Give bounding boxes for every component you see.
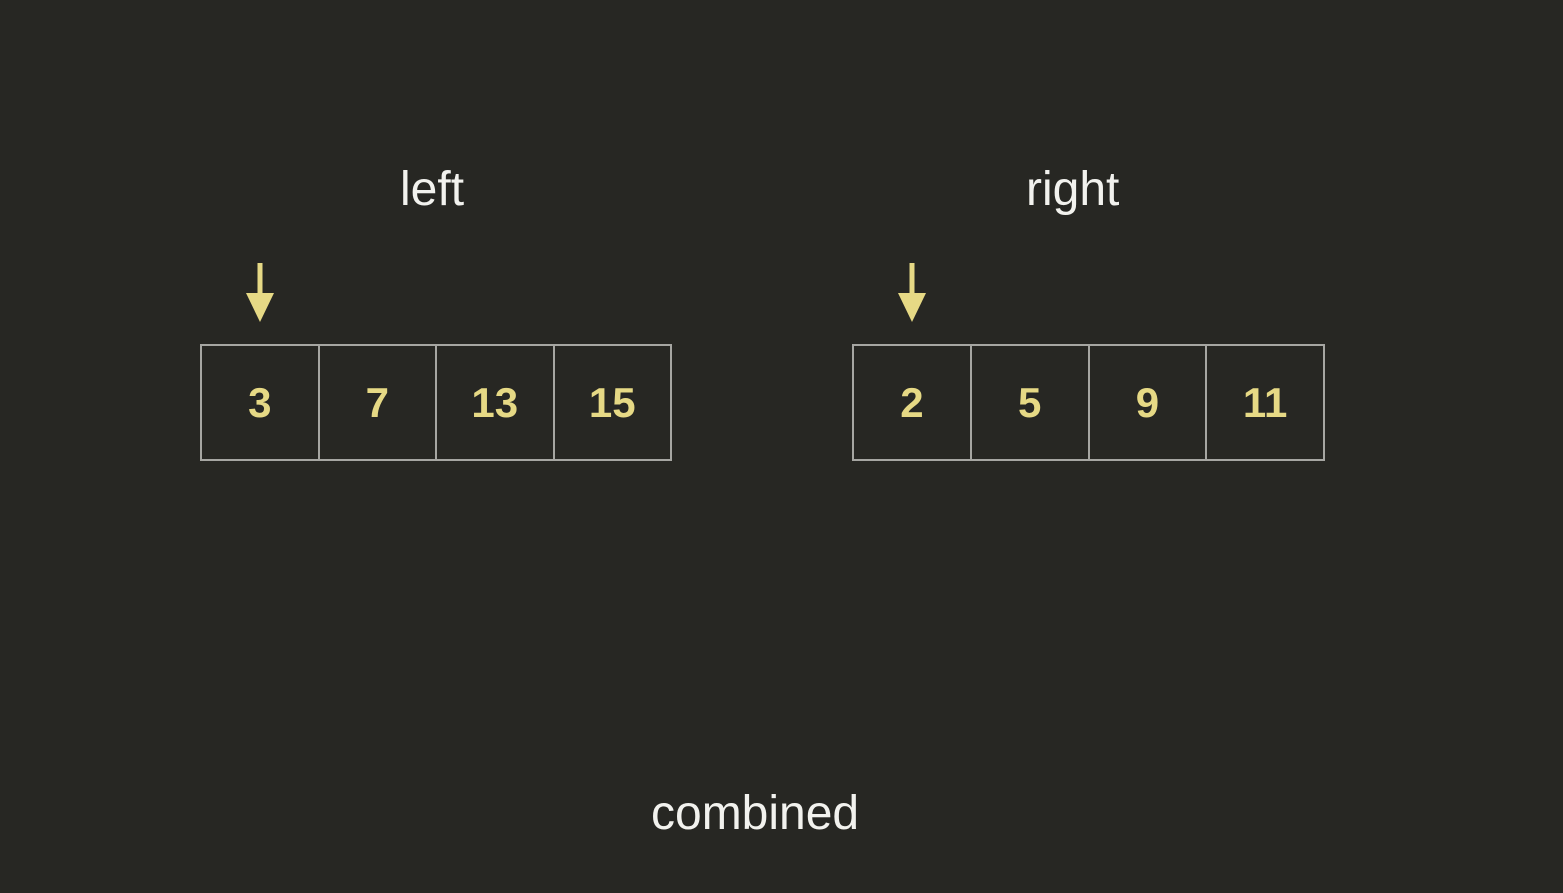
right-array-cell: 11 bbox=[1205, 346, 1323, 459]
left-array-cell: 3 bbox=[248, 378, 272, 426]
right-array-cell: 9 bbox=[1087, 346, 1206, 459]
right-array-cell: 2 bbox=[900, 378, 924, 426]
left-array-cell: 13 bbox=[435, 346, 553, 459]
right-array-cell: 5 bbox=[969, 346, 1088, 459]
left-array-title: left bbox=[400, 163, 465, 216]
right-pointer-arrow-icon bbox=[897, 263, 927, 323]
left-array-cell: 7 bbox=[317, 346, 436, 459]
left-pointer-arrow-icon bbox=[245, 263, 275, 323]
left-array: 3 7 13 15 bbox=[200, 344, 672, 461]
right-array-title: right bbox=[1026, 163, 1120, 216]
left-array-cell: 15 bbox=[552, 346, 671, 459]
right-array: 2 5 9 11 bbox=[852, 344, 1325, 461]
combined-array-title: combined bbox=[651, 787, 860, 840]
